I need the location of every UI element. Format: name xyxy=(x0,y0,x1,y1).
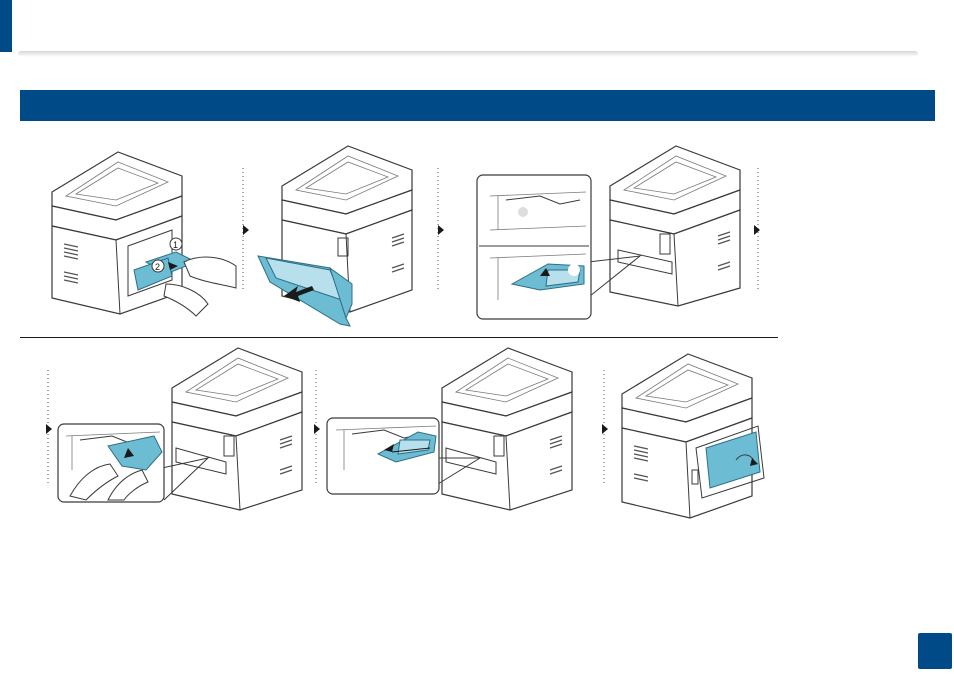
page-number-badge xyxy=(918,633,952,669)
step-4-pull-paper-from-cavity-illustration xyxy=(58,348,302,510)
next-step-arrow-5 xyxy=(314,424,320,434)
step-2-tray-pull-out-illustration xyxy=(258,146,412,326)
next-step-arrow-4 xyxy=(46,424,52,434)
next-step-arrow-6 xyxy=(602,424,608,434)
step-6-rear-cover-close-illustration xyxy=(622,354,764,518)
step-number-2: 2 xyxy=(155,262,160,272)
step-number-1: 1 xyxy=(173,240,178,250)
next-step-arrow-2 xyxy=(438,225,444,235)
next-step-arrow-1 xyxy=(243,225,249,235)
step-5-lower-guide-release-illustration xyxy=(327,348,572,510)
step-row-divider xyxy=(20,337,778,338)
step-3-tray-cavity-inspection-illustration xyxy=(477,146,740,319)
next-step-arrow-3 xyxy=(754,225,760,235)
step-1-printer-remove-jammed-paper-illustration: 1 2 xyxy=(52,152,236,316)
